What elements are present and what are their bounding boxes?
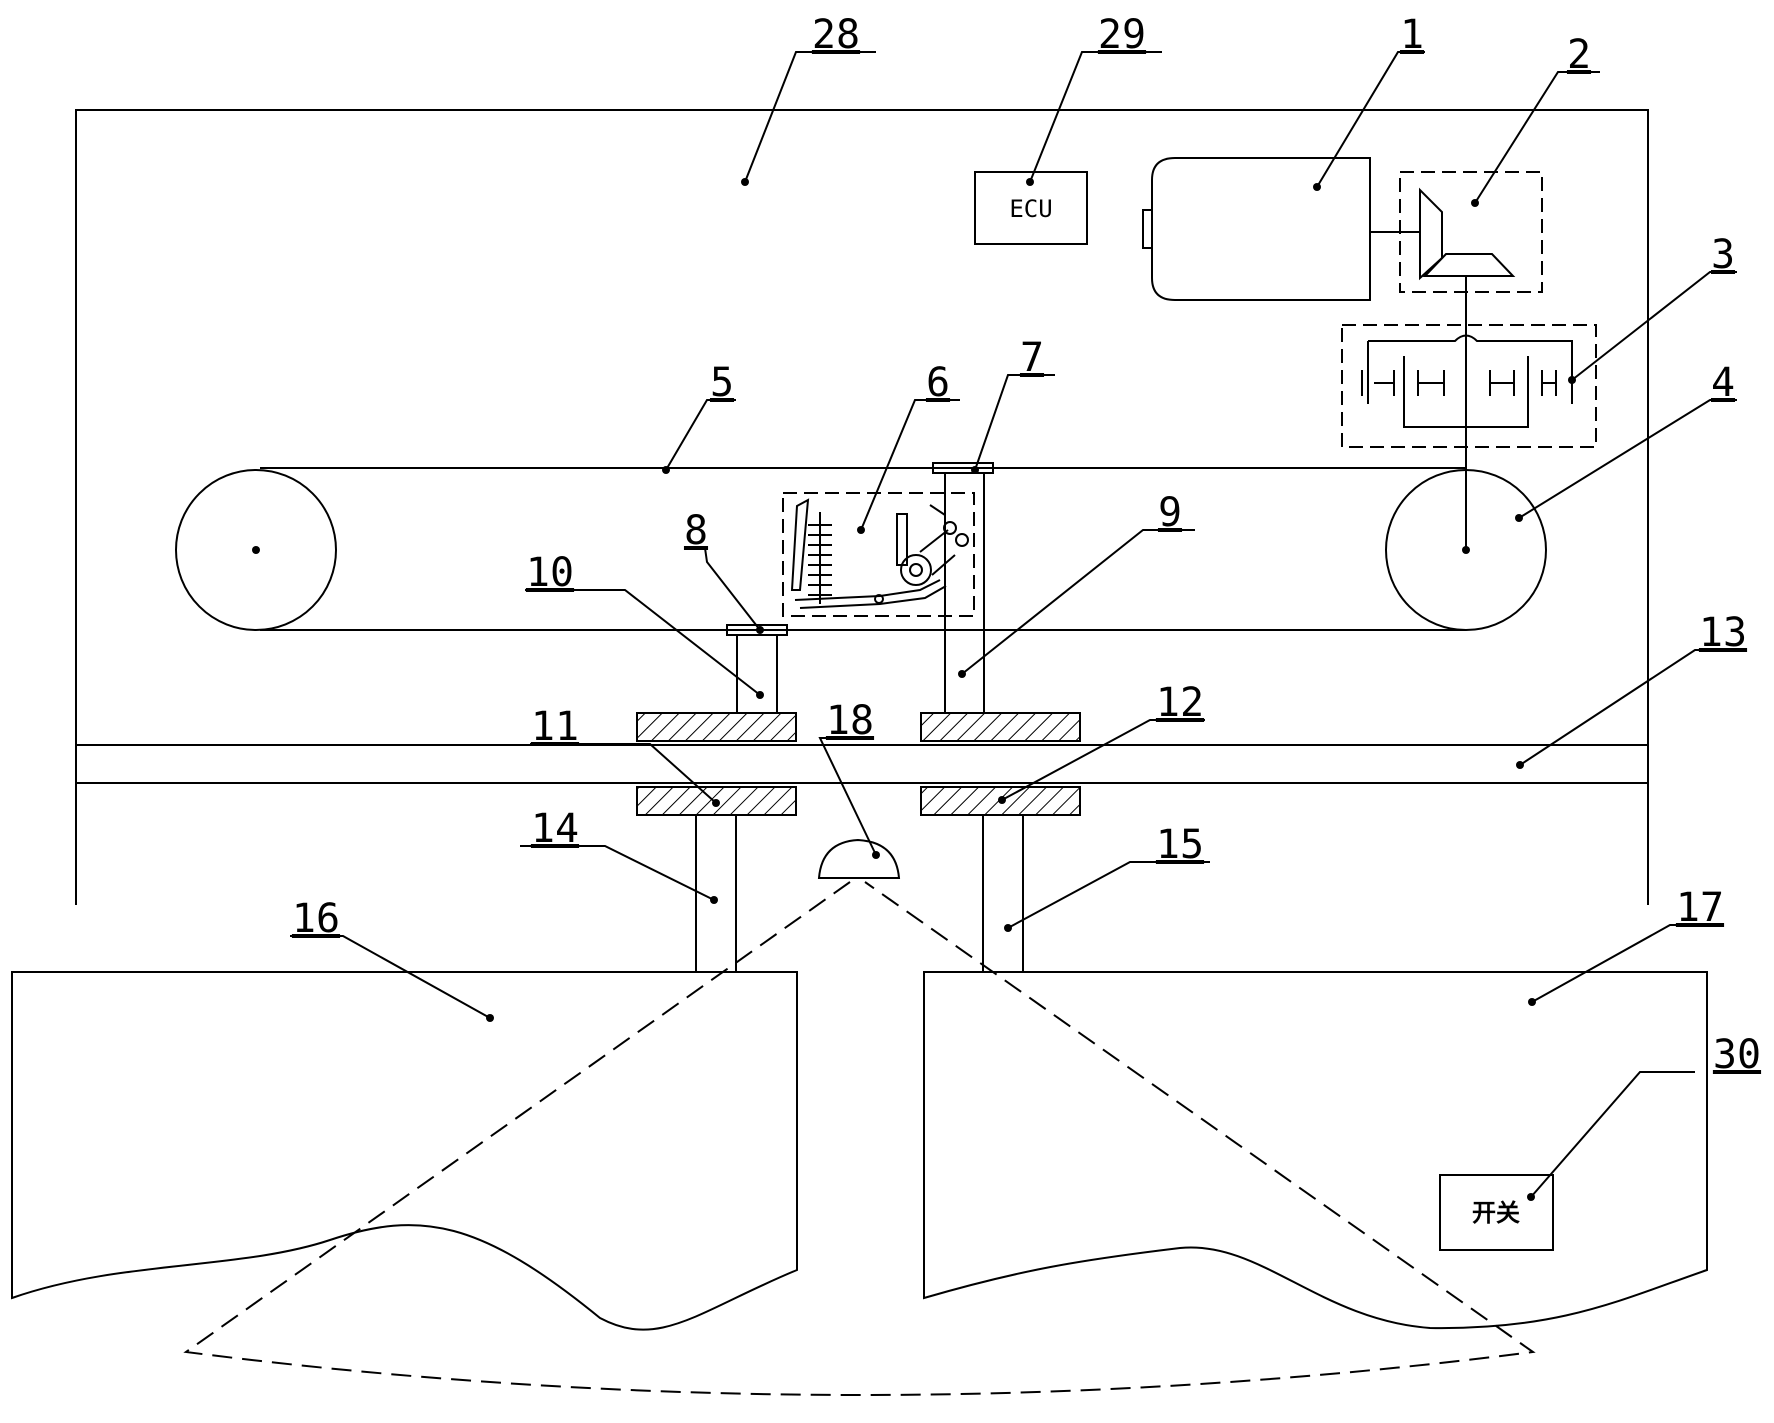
slider-left-upper: [636, 712, 797, 742]
switch-box: [1439, 1174, 1554, 1251]
label-1: 1: [1400, 12, 1424, 58]
label-16: 16: [292, 896, 340, 942]
lock-pawl: [896, 504, 956, 576]
label-28: 28: [812, 12, 860, 58]
left-pulley: [175, 469, 337, 631]
leader-dots: [252, 178, 1576, 1201]
door-right-17: [923, 971, 1708, 1330]
gear-teeth: [1361, 370, 1557, 396]
label-6: 6: [926, 360, 950, 406]
label-4: 4: [1711, 360, 1735, 406]
label-12: 12: [1156, 680, 1204, 726]
label-11: 11: [531, 704, 579, 750]
switch-label: 开关: [1472, 1199, 1520, 1227]
door-left-16: [11, 971, 798, 1331]
lock-pin-c: [874, 594, 884, 604]
label-2: 2: [1567, 32, 1591, 78]
label-29: 29: [1098, 12, 1146, 58]
gear-set-cover: [1367, 334, 1573, 404]
gear-set-box: [1341, 324, 1597, 448]
lock-roller: [900, 554, 932, 586]
label-8: 8: [684, 508, 708, 554]
label-3: 3: [1711, 232, 1735, 278]
label-30: 30: [1713, 1032, 1761, 1078]
slider-right-upper: [920, 712, 1081, 742]
sensor-field: [183, 881, 1536, 1396]
motor-end-cap: [1142, 209, 1153, 249]
label-10: 10: [526, 550, 574, 596]
lock-roller-hub: [909, 563, 923, 577]
bevel-gear-vertical: [1419, 187, 1443, 281]
ecu-box: [974, 171, 1088, 245]
label-9: 9: [1158, 490, 1182, 536]
label-13: 13: [1699, 610, 1747, 656]
label-5: 5: [710, 360, 734, 406]
motor-body: [1151, 157, 1371, 301]
ecu-label: ECU: [1009, 195, 1052, 223]
gear-set-housing: [1403, 356, 1529, 428]
lock-spring: [808, 512, 832, 604]
sensor-18: [817, 838, 901, 879]
lock-pin-b: [955, 533, 969, 547]
clamp-plate-7: [932, 462, 994, 474]
label-7: 7: [1020, 335, 1044, 381]
lock-mechanism-box: [782, 492, 975, 617]
label-17: 17: [1676, 885, 1724, 931]
label-15: 15: [1156, 822, 1204, 868]
bevel-gear-box: [1399, 171, 1543, 293]
leader-lines: [290, 51, 1737, 1198]
label-14: 14: [531, 806, 579, 852]
lock-lever: [790, 498, 947, 609]
label-18: 18: [826, 698, 874, 744]
right-pulley-4: [1385, 469, 1547, 631]
housing-frame: [75, 109, 1649, 905]
bevel-gear-horizontal: [1422, 253, 1516, 277]
